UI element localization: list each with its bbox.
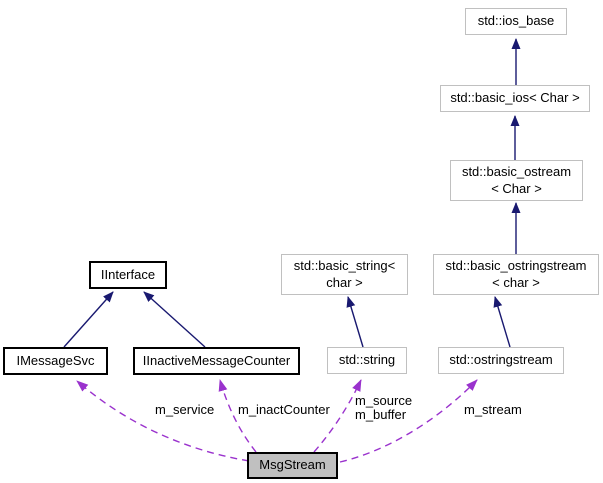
node-label: std::basic_ios< Char > xyxy=(450,90,580,106)
node-imessagesvc[interactable]: IMessageSvc xyxy=(3,347,108,375)
edge-msgstream-to-imessagesvc xyxy=(76,380,250,462)
edge-msgstream-to-iinactivemessagecounter xyxy=(218,379,257,453)
node-msgstream: MsgStream xyxy=(247,452,338,479)
edge-label-m-service: m_service xyxy=(155,402,215,417)
node-label: IInterface xyxy=(100,266,156,282)
node-std-basic-ostream: std::basic_ostream < Char > xyxy=(450,160,583,201)
node-label: std::basic_ostream xyxy=(461,163,572,179)
node-label: std::basic_string< xyxy=(293,257,396,273)
node-label: MsgStream xyxy=(259,457,326,473)
node-std-basic-ostringstream: std::basic_ostringstream < char > xyxy=(433,254,599,295)
node-label: std::string xyxy=(338,352,396,368)
node-iinactivemessagecounter[interactable]: IInactiveMessageCounter xyxy=(133,347,300,375)
edge-label-m-source: m_source xyxy=(355,393,413,408)
edge-imessagesvc-to-iinterface xyxy=(63,291,114,348)
node-std-basic-string: std::basic_string< char > xyxy=(281,254,408,295)
node-std-basic-ios: std::basic_ios< Char > xyxy=(440,85,590,112)
edge-string-to-basic-string xyxy=(346,296,364,348)
node-label: std::ios_base xyxy=(477,13,555,29)
node-label: std::basic_ostringstream xyxy=(445,257,587,273)
edge-label-m-source-m-buffer: m_source m_buffer xyxy=(355,394,412,422)
node-std-ios-base: std::ios_base xyxy=(465,8,567,35)
node-label: < char > xyxy=(492,274,540,290)
edge-label-m-stream: m_stream xyxy=(464,402,522,417)
node-std-string: std::string xyxy=(327,347,407,374)
edge-iinactivemessagecounter-to-iinterface xyxy=(143,291,206,348)
edge-ostringstream-to-basic-ostringstream xyxy=(493,296,511,348)
node-iinterface[interactable]: IInterface xyxy=(89,261,167,289)
edge-msgstream-to-ostringstream xyxy=(339,379,478,463)
edge-label-m-buffer: m_buffer xyxy=(355,407,407,422)
node-label: IInactiveMessageCounter xyxy=(142,352,291,368)
node-label: std::ostringstream xyxy=(449,352,553,368)
node-label: < Char > xyxy=(491,180,542,196)
edge-msgstream-to-string xyxy=(313,379,362,453)
node-std-ostringstream: std::ostringstream xyxy=(438,347,564,374)
edge-label-m-inactcounter: m_inactCounter xyxy=(238,402,330,417)
node-label: IMessageSvc xyxy=(16,352,95,368)
node-label: char > xyxy=(326,274,363,290)
